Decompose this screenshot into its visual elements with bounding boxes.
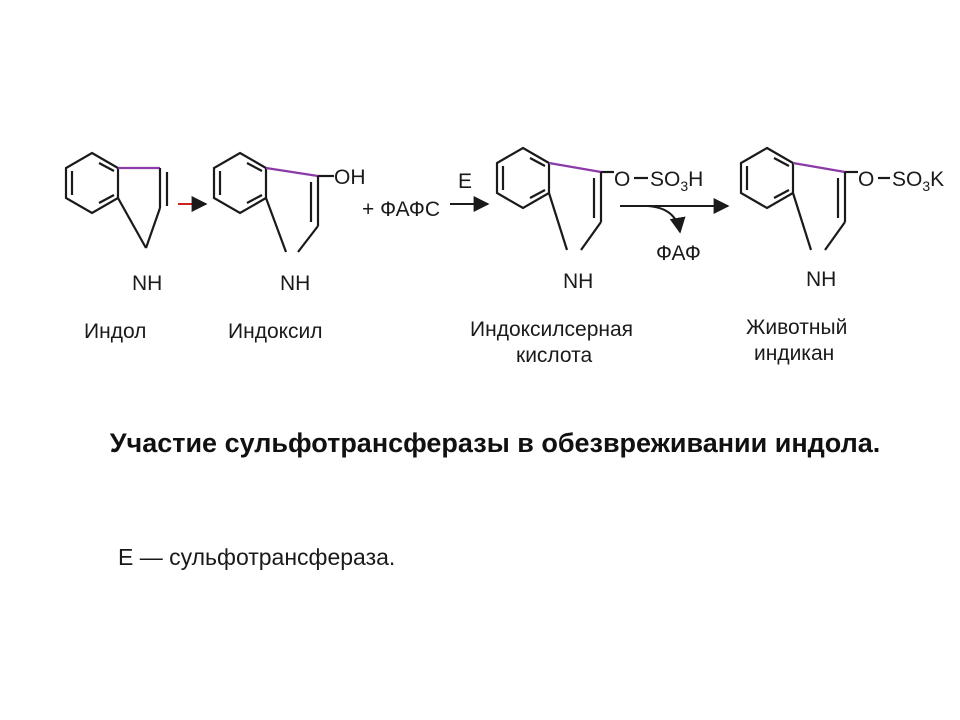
animal-indican-structure	[739, 146, 890, 251]
acid-name-line-1: Индоксилсерная	[470, 318, 633, 341]
indole-structure	[64, 151, 169, 249]
indican-name-line-2: индикан	[754, 342, 834, 365]
enzyme-label: E	[458, 170, 472, 193]
indican-oxygen: O	[858, 168, 874, 191]
acid-oxygen: O	[614, 168, 630, 191]
indican-name-line-1: Животный	[746, 316, 847, 339]
indican-sulfo-group: SO3K	[892, 168, 944, 194]
byproduct-label: ФАФ	[656, 242, 701, 265]
reaction-scheme: NH OH NH + ФАФС E O SO3H NH ФАФ	[64, 146, 944, 367]
indoxyl-structure	[212, 151, 334, 253]
enzyme-legend: E — сульфотрансфераза.	[118, 544, 396, 570]
acid-nh: NH	[563, 270, 593, 293]
acid-sulfo-group: SO3H	[650, 168, 703, 194]
indoxyl-name: Индоксил	[228, 320, 323, 343]
indole-nh: NH	[132, 272, 162, 295]
indole-name: Индол	[84, 320, 146, 343]
acid-name-line-2: кислота	[516, 344, 593, 367]
indican-nh: NH	[806, 268, 836, 291]
indoxyl-nh: NH	[280, 272, 310, 295]
reagent-label: + ФАФС	[362, 198, 440, 221]
indoxyl-oh: OH	[334, 166, 366, 189]
byproduct-arrow	[647, 205, 686, 234]
indoxylsulfuric-acid-structure	[495, 146, 648, 251]
figure-caption: Участие сульфотрансферазы в обезвреживан…	[109, 428, 881, 458]
